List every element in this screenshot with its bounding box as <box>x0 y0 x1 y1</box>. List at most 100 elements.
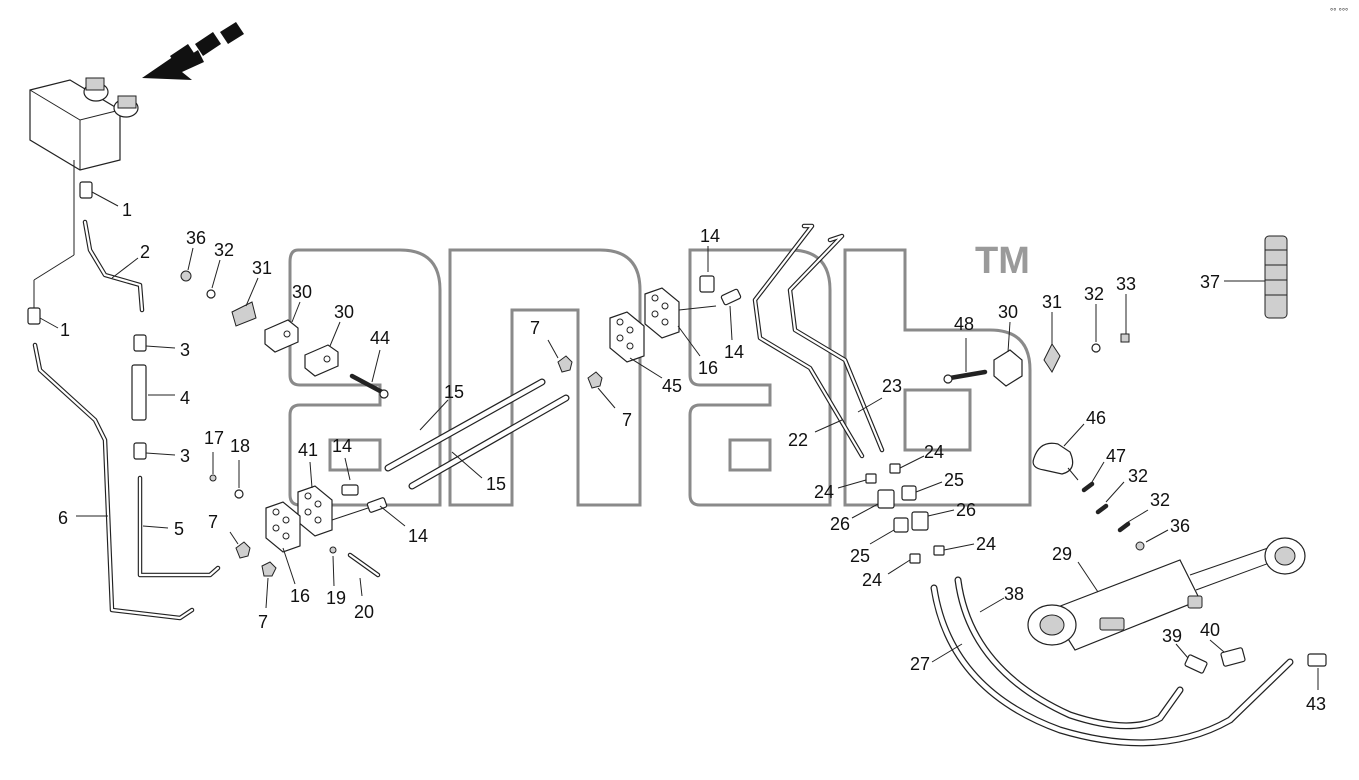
watermark-logo: TM <box>288 240 1032 507</box>
callout-15: 15 <box>444 382 464 402</box>
callout-24: 24 <box>862 570 882 590</box>
part-nut-33 <box>1120 294 1130 343</box>
part-plate-31b <box>1043 312 1061 373</box>
part-pipe-23 <box>787 233 885 453</box>
callout-30: 30 <box>334 302 354 322</box>
callout-6: 6 <box>58 508 68 528</box>
part-adapter-14c <box>699 246 715 293</box>
callout-46: 46 <box>1086 408 1106 428</box>
part-fitting-24a <box>837 473 877 489</box>
callout-31: 31 <box>252 258 272 278</box>
callout-39: 39 <box>1162 626 1182 646</box>
part-plate-31 <box>231 277 259 327</box>
part-washer-18 <box>234 460 244 499</box>
direction-arrow-icon <box>142 22 244 80</box>
part-clamp-30c <box>993 321 1023 387</box>
callout-44: 44 <box>370 328 390 348</box>
callout-32: 32 <box>214 240 234 260</box>
callout-19: 19 <box>326 588 346 608</box>
callout-17: 17 <box>204 428 224 448</box>
part-clamp-plate-41 <box>297 461 333 537</box>
part-nut-36b <box>1135 529 1169 551</box>
callout-47: 47 <box>1106 446 1126 466</box>
callout-31: 31 <box>1042 292 1062 312</box>
callout-15: 15 <box>486 474 506 494</box>
part-fitting-1-bottom <box>27 307 59 329</box>
callout-2: 2 <box>140 242 150 262</box>
callout-14: 14 <box>408 526 428 546</box>
callout-22: 22 <box>788 430 808 450</box>
part-pipe-22 <box>752 223 865 459</box>
callout-32: 32 <box>1084 284 1104 304</box>
part-nut-36 <box>180 247 194 282</box>
part-washer-32d <box>1117 509 1149 533</box>
callout-26: 26 <box>830 514 850 534</box>
part-clamp-plate-45 <box>609 311 663 379</box>
callout-18: 18 <box>230 436 250 456</box>
part-nut-19 <box>329 546 337 587</box>
part-adapter-14b <box>331 497 406 527</box>
part-fitting-25a <box>901 481 943 501</box>
callout-5: 5 <box>174 519 184 539</box>
callout-43: 43 <box>1306 694 1326 714</box>
callout-32: 32 <box>1128 466 1148 486</box>
callout-41: 41 <box>298 440 318 460</box>
part-bolt-48 <box>943 338 988 384</box>
callout-25: 25 <box>850 546 870 566</box>
part-bolt-44 <box>349 349 389 399</box>
callout-1: 1 <box>60 320 70 340</box>
callout-36: 36 <box>186 228 206 248</box>
callout-48: 48 <box>954 314 974 334</box>
valve-block <box>29 77 139 310</box>
callout-16: 16 <box>290 586 310 606</box>
part-pipe-2 <box>82 219 145 313</box>
callout-7: 7 <box>622 410 632 430</box>
callout-26: 26 <box>956 500 976 520</box>
trademark-symbol: TM <box>975 240 1030 282</box>
corner-mark: °° °°° <box>1330 7 1348 16</box>
callout-40: 40 <box>1200 620 1220 640</box>
callout-1: 1 <box>122 200 132 220</box>
part-hose-38 <box>954 576 1184 730</box>
callout-45: 45 <box>662 376 682 396</box>
callout-7: 7 <box>208 512 218 532</box>
callout-16: 16 <box>698 358 718 378</box>
callout-4: 4 <box>180 388 190 408</box>
callout-37: 37 <box>1200 272 1220 292</box>
callout-24: 24 <box>976 534 996 554</box>
part-clamp-plate-16a <box>265 501 301 585</box>
part-fitting-1-top <box>79 181 119 207</box>
callout-30: 30 <box>292 282 312 302</box>
part-clamp-30b <box>304 321 341 377</box>
callout-29: 29 <box>1052 544 1072 564</box>
callout-23: 23 <box>882 376 902 396</box>
part-sleeve-37 <box>1224 235 1288 319</box>
part-washer-32b <box>1091 304 1101 353</box>
callout-36: 36 <box>1170 516 1190 536</box>
part-washer-32 <box>206 259 221 299</box>
callout-24: 24 <box>814 482 834 502</box>
part-nut-7d <box>587 371 616 409</box>
part-fitting-40 <box>1209 639 1246 667</box>
callout-3: 3 <box>180 446 190 466</box>
callout-7: 7 <box>258 612 268 632</box>
callout-30: 30 <box>998 302 1018 322</box>
part-fitting-25b <box>869 517 909 545</box>
part-washer-32c <box>1095 481 1125 515</box>
part-fitting-43 <box>1307 653 1327 690</box>
callout-25: 25 <box>944 470 964 490</box>
callout-3: 3 <box>180 340 190 360</box>
part-fitting-26b <box>911 509 955 531</box>
part-fitting-3-bottom <box>133 442 176 460</box>
callout-27: 27 <box>910 654 930 674</box>
callout-32: 32 <box>1150 490 1170 510</box>
part-fitting-24d <box>887 553 921 575</box>
part-fitting-24b <box>889 455 925 474</box>
part-bolt-47 <box>1081 461 1105 493</box>
part-pipe-6 <box>32 342 195 621</box>
part-fitting-39 <box>1175 643 1208 674</box>
callout-33: 33 <box>1116 274 1136 294</box>
part-hose-15b <box>408 394 570 490</box>
part-nut-7b <box>261 561 277 609</box>
